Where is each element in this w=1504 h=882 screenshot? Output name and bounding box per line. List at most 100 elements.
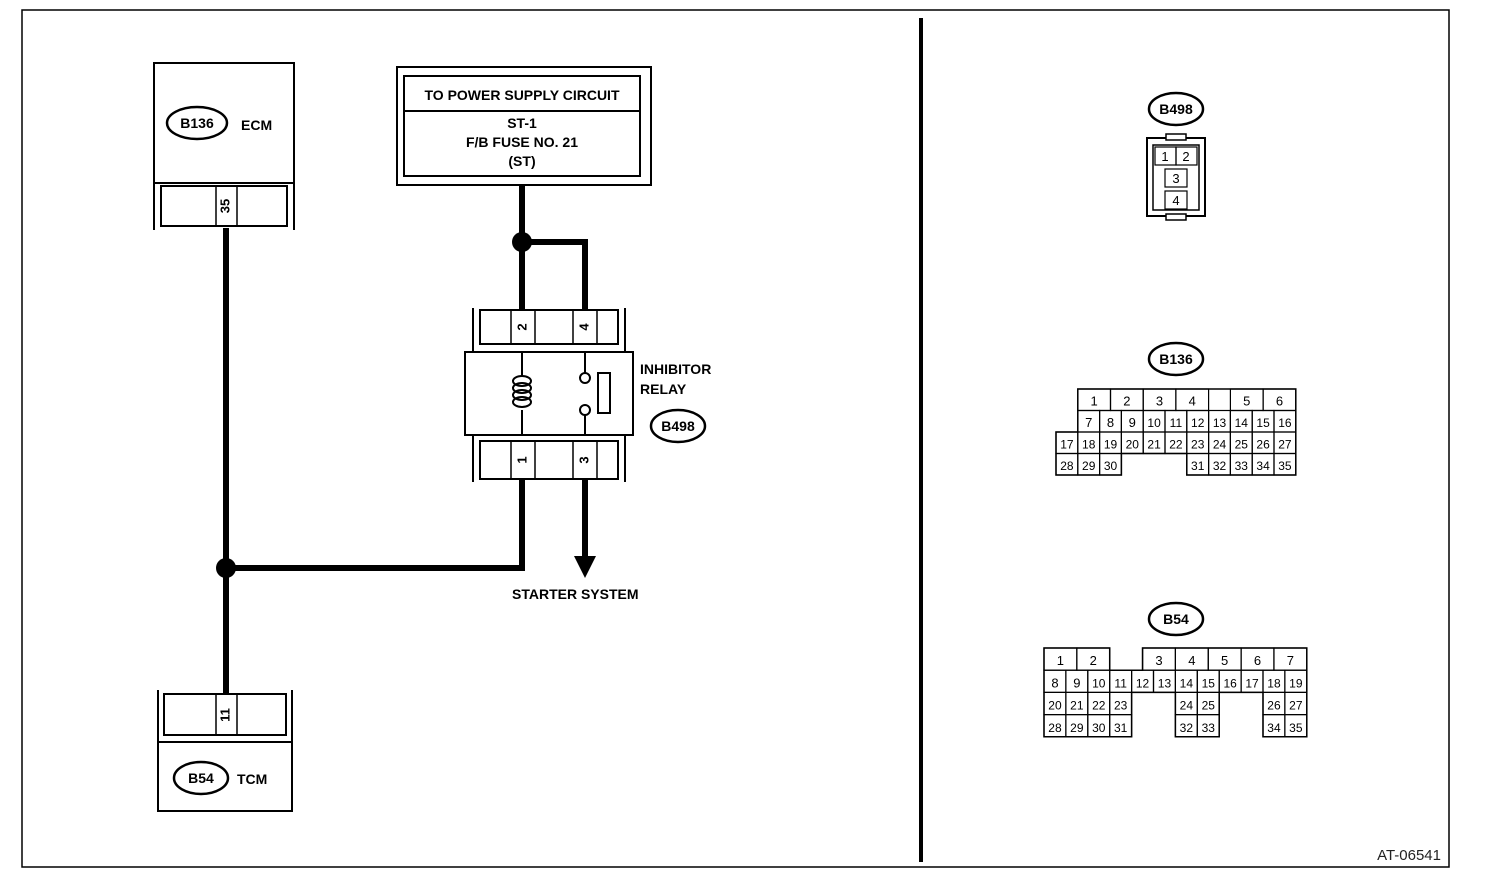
switch-contact-icon bbox=[597, 372, 611, 414]
tcm-pin-number: 11 bbox=[217, 708, 232, 722]
b136-pin-label: 27 bbox=[1278, 438, 1292, 452]
b54-pin-label: 29 bbox=[1070, 721, 1084, 735]
b136-pin-label: 4 bbox=[1189, 394, 1196, 409]
b136-pin-label: 13 bbox=[1213, 416, 1227, 430]
b136-pin-label: 19 bbox=[1104, 438, 1118, 452]
b54-pin-label: 32 bbox=[1180, 721, 1194, 735]
b54-pin-label: 15 bbox=[1202, 676, 1216, 690]
b136-pin-label: 9 bbox=[1129, 415, 1136, 430]
b54-pin-label: 10 bbox=[1092, 676, 1106, 690]
b54-pin-label: 1 bbox=[1057, 653, 1064, 668]
b498-pin: 1 bbox=[1161, 149, 1168, 164]
b54-pin-label: 7 bbox=[1287, 653, 1294, 668]
b136-pin-label: 6 bbox=[1276, 394, 1283, 409]
b54-pin-label: 4 bbox=[1188, 653, 1195, 668]
power-supply-line1: ST-1 bbox=[507, 115, 537, 131]
wires bbox=[223, 186, 588, 694]
inhibitor-relay: 2 4 1 3 INHIBITOR RELAY B498 bbox=[464, 308, 711, 482]
b136-pin-label: 31 bbox=[1191, 459, 1205, 473]
coil-icon bbox=[512, 375, 532, 408]
b136-pin-label: 7 bbox=[1085, 415, 1092, 430]
power-supply-line3: (ST) bbox=[508, 153, 535, 169]
b54-pin-label: 26 bbox=[1267, 699, 1281, 713]
b54-pin-label: 34 bbox=[1267, 721, 1281, 735]
b54-pin-label: 33 bbox=[1202, 721, 1216, 735]
b498-label: B498 bbox=[1159, 101, 1193, 117]
b54-pin-label: 3 bbox=[1155, 653, 1162, 668]
b136-pin-label: 28 bbox=[1060, 459, 1074, 473]
b136-pin-label: 32 bbox=[1213, 459, 1227, 473]
relay-label-line2: RELAY bbox=[640, 381, 687, 397]
b136-pin-label: 14 bbox=[1235, 416, 1249, 430]
ecm-connector-code: B136 bbox=[180, 115, 214, 131]
b136-pin-label: 16 bbox=[1278, 416, 1292, 430]
b498-pin: 2 bbox=[1182, 149, 1189, 164]
b54-pin-label: 17 bbox=[1245, 676, 1259, 690]
b498-connector-view: B498 1 2 3 4 bbox=[1146, 91, 1206, 221]
ecm-pin-number: 35 bbox=[217, 199, 232, 213]
b54-pin-label: 24 bbox=[1180, 699, 1194, 713]
relay-label-line1: INHIBITOR bbox=[640, 361, 711, 377]
b136-pin-label: 18 bbox=[1082, 438, 1096, 452]
splice-dot bbox=[512, 232, 532, 252]
ecm-block: 35 B136 ECM bbox=[153, 62, 295, 230]
relay-connector-badge bbox=[649, 408, 707, 444]
contact-icon bbox=[579, 404, 591, 416]
b54-pin-label: 8 bbox=[1051, 675, 1058, 690]
wire-power-pin4 bbox=[522, 239, 588, 310]
b136-pin-label: 26 bbox=[1256, 438, 1270, 452]
ecm-label: ECM bbox=[241, 117, 272, 133]
b136-pin-label: 29 bbox=[1082, 459, 1096, 473]
tcm-connector-badge bbox=[172, 760, 230, 796]
b54-pin-label: 19 bbox=[1289, 676, 1303, 690]
tcm-label: TCM bbox=[237, 771, 267, 787]
b54-pin-label: 16 bbox=[1223, 676, 1237, 690]
b136-pin-label: 25 bbox=[1235, 438, 1249, 452]
b136-pin-label: 15 bbox=[1256, 416, 1270, 430]
b136-pin-label: 33 bbox=[1235, 459, 1249, 473]
b54-pin-label: 35 bbox=[1289, 721, 1303, 735]
connector-outline bbox=[1055, 388, 1297, 476]
b54-pin-label: 9 bbox=[1073, 675, 1080, 690]
b498-pin: 3 bbox=[1172, 171, 1179, 186]
arrow-down-icon bbox=[574, 556, 596, 578]
b54-pin-label: 6 bbox=[1254, 653, 1261, 668]
b136-pin-label: 30 bbox=[1104, 459, 1118, 473]
b54-pin-label: 25 bbox=[1202, 699, 1216, 713]
b54-pin-label: 22 bbox=[1092, 699, 1106, 713]
power-supply-line2: F/B FUSE NO. 21 bbox=[466, 134, 578, 150]
b54-pin-label: 28 bbox=[1048, 721, 1062, 735]
b136-pin-label: 34 bbox=[1256, 459, 1270, 473]
power-supply-header: TO POWER SUPPLY CIRCUIT bbox=[425, 87, 620, 103]
wire-relay-pin1 bbox=[226, 480, 525, 571]
splice-dot bbox=[216, 558, 236, 578]
connector-outline bbox=[1043, 647, 1308, 738]
relay-pin-4: 4 bbox=[576, 323, 591, 331]
tcm-block: 11 B54 TCM bbox=[157, 690, 293, 812]
b136-pin-label: 10 bbox=[1147, 416, 1161, 430]
relay-pin-1: 1 bbox=[514, 456, 529, 463]
b136-pin-label: 2 bbox=[1123, 394, 1130, 409]
b136-pin-label: 11 bbox=[1170, 416, 1183, 430]
b136-pin-label: 35 bbox=[1278, 459, 1292, 473]
b136-pin-label: 24 bbox=[1213, 438, 1227, 452]
power-supply-box: TO POWER SUPPLY CIRCUIT ST-1 F/B FUSE NO… bbox=[396, 66, 652, 186]
b54-pin-label: 2 bbox=[1090, 653, 1097, 668]
relay-bottom-connector bbox=[479, 440, 619, 480]
b136-pin-label: 20 bbox=[1126, 438, 1140, 452]
ecm-connector bbox=[160, 185, 288, 227]
b54-pin-label: 21 bbox=[1070, 699, 1084, 713]
relay-pin-3: 3 bbox=[576, 456, 591, 463]
b54-pin-label: 5 bbox=[1221, 653, 1228, 668]
b136-pin-label: 22 bbox=[1169, 438, 1183, 452]
b54-pin-label: 12 bbox=[1136, 676, 1150, 690]
relay-connector-code: B498 bbox=[661, 418, 695, 434]
b54-pin-label: 13 bbox=[1158, 676, 1172, 690]
b136-label: B136 bbox=[1159, 351, 1193, 367]
b136-pin-label: 23 bbox=[1191, 438, 1205, 452]
b54-pin-label: 30 bbox=[1092, 721, 1106, 735]
b136-pin-label: 1 bbox=[1091, 394, 1098, 409]
b54-pin-label: 11 bbox=[1114, 676, 1127, 690]
relay-body bbox=[464, 351, 634, 436]
